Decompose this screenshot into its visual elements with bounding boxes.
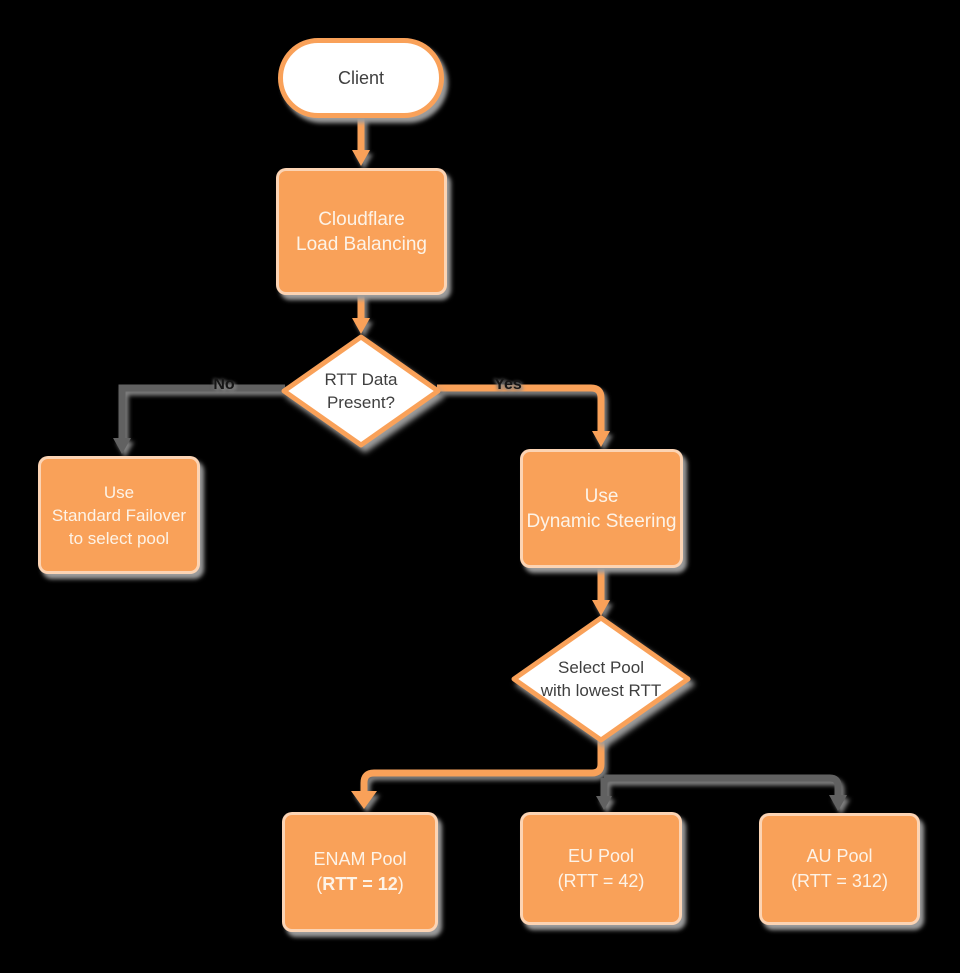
arrowhead-standard-failover — [113, 438, 131, 454]
node-rtt-decision: RTT Data Present? — [281, 334, 441, 448]
node-select-pool: Select Pool with lowest RTT — [511, 615, 691, 743]
arrowhead-rtt-decision — [352, 318, 370, 334]
edge-loadbalancer-to-decision — [352, 293, 370, 334]
arrowhead-eu-pool — [596, 796, 612, 810]
node-load-balancer: Cloudflare Load Balancing — [276, 168, 447, 295]
rtt-decision-line2: Present? — [326, 393, 396, 412]
node-dynamic-steering: Use Dynamic Steering — [520, 449, 683, 568]
select-pool-shape — [511, 615, 691, 743]
edge-select-to-au — [604, 774, 847, 811]
eu-pool-line2: (RTT = 42) — [557, 870, 645, 891]
arrowhead-dynamic-steering — [592, 431, 610, 447]
edge-yes-branch — [437, 384, 610, 447]
edge-label-no: No — [213, 376, 235, 393]
select-pool-line2: with lowest RTT — [540, 681, 662, 700]
edge-select-to-eu — [596, 778, 612, 810]
au-pool-line1: AU Pool — [806, 846, 873, 866]
arrowhead-enam-pool — [351, 791, 377, 809]
dynamic-steering-line1: Use — [584, 485, 619, 507]
edge-steering-to-select — [592, 566, 610, 616]
node-enam-pool: ENAM Pool (RTT = 12) — [282, 812, 438, 932]
standard-failover-line1: Use — [103, 482, 135, 502]
node-au-pool: AU Pool (RTT = 312) — [759, 813, 920, 925]
edge-select-to-enam — [351, 738, 605, 809]
standard-failover-line2: Standard Failover — [51, 505, 187, 525]
edge-no-branch — [113, 384, 285, 454]
edge-client-to-loadbalancer — [352, 116, 370, 166]
enam-pool-line2: (RTT = 12) — [316, 872, 404, 897]
enam-pool-line1: ENAM Pool — [313, 849, 407, 869]
au-pool-line2: (RTT = 312) — [791, 871, 888, 891]
node-client: Client — [278, 38, 444, 118]
enam-pool-rtt-value: RTT = 12 — [322, 874, 398, 894]
node-eu-pool: EU Pool (RTT = 42) — [520, 812, 682, 925]
rtt-decision-line1: RTT Data — [324, 370, 398, 389]
node-standard-failover: Use Standard Failover to select pool — [38, 456, 200, 574]
node-client-label: Client — [337, 67, 385, 88]
node-load-balancer-line1: Cloudflare — [318, 208, 405, 230]
enam-pool-paren-open: ( — [316, 874, 323, 894]
eu-pool-line1: EU Pool — [567, 845, 635, 866]
select-pool-line1: Select Pool — [558, 658, 644, 677]
edge-label-yes: Yes — [494, 376, 522, 393]
standard-failover-line3: to select pool — [68, 528, 170, 548]
arrowhead-loadbalancer — [352, 150, 370, 166]
arrowhead-au-pool — [829, 795, 847, 811]
arrowhead-select-pool — [592, 600, 610, 616]
node-load-balancer-line2: Load Balancing — [296, 233, 427, 255]
dynamic-steering-line2: Dynamic Steering — [526, 510, 677, 532]
node-select-pool-label: Select Pool with lowest RTT — [511, 615, 691, 743]
enam-pool-paren-close: ) — [397, 874, 404, 894]
rtt-decision-shape — [281, 334, 441, 448]
node-rtt-decision-label: RTT Data Present? — [281, 334, 441, 448]
